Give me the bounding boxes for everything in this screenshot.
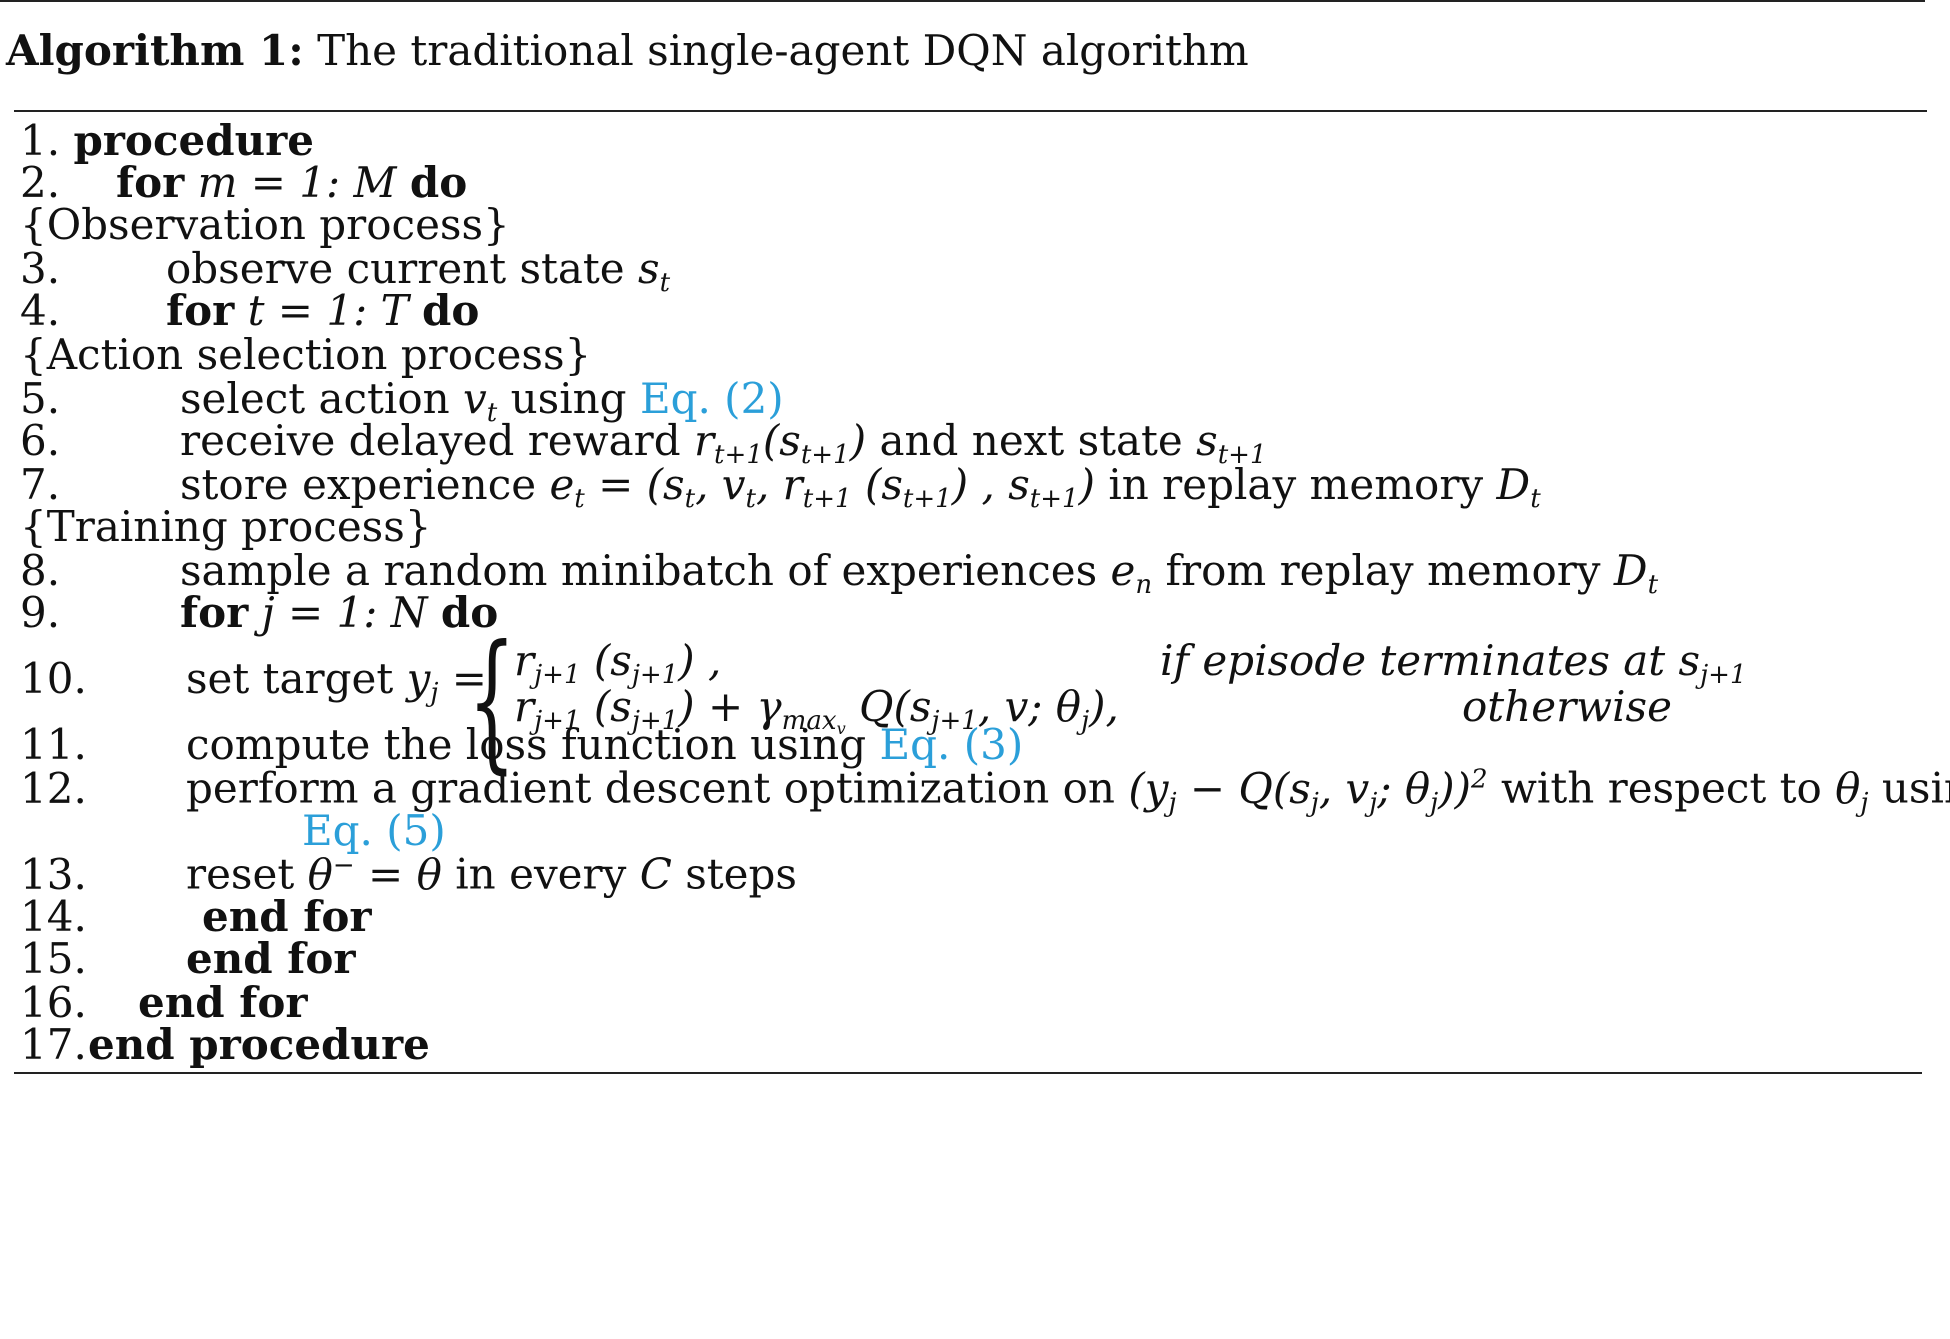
line-11: 11.compute the loss function using Eq. (… bbox=[20, 724, 1023, 766]
line-16: 16.end for bbox=[20, 982, 307, 1024]
line-number: 12. bbox=[20, 763, 87, 813]
keyword: end for bbox=[202, 892, 372, 941]
line-number: 16. bbox=[20, 978, 87, 1027]
line-text: observe current state bbox=[166, 244, 625, 293]
line-text: in replay memory bbox=[1108, 460, 1484, 509]
comment-action-selection: {Action selection process} bbox=[20, 330, 592, 379]
line-1: 1. procedure bbox=[20, 120, 314, 162]
line-number: 4. bbox=[20, 286, 61, 335]
case-1-expr: rj+1 (sj+1) , bbox=[514, 636, 722, 690]
keyword: end for bbox=[186, 934, 356, 983]
line-text: reset bbox=[186, 849, 295, 899]
line-text: receive delayed reward bbox=[180, 416, 681, 465]
line-text: using bbox=[1881, 763, 1950, 813]
line-7: 7.store experience et = (st, vt, rt+1 (s… bbox=[20, 464, 1541, 512]
line-12: 12. perform a gradient descent optimizati… bbox=[20, 766, 1950, 815]
cases-brace: { bbox=[468, 614, 516, 788]
keyword: for bbox=[180, 588, 249, 637]
line-3: 3.observe current state st bbox=[20, 248, 670, 296]
line-number: 2. bbox=[20, 158, 61, 207]
comment-observation: {Observation process} bbox=[20, 200, 510, 249]
loop-range: j = 1: N bbox=[261, 588, 428, 637]
subscript: t bbox=[486, 397, 498, 428]
line-13: 13. reset θ− = θ in every C steps bbox=[20, 852, 797, 896]
target-var: yj = bbox=[406, 654, 487, 708]
line-6: 6.receive delayed reward rt+1(st+1) and … bbox=[20, 420, 1267, 468]
line-2: 2.for m = 1: M do bbox=[20, 162, 467, 204]
keyword: for bbox=[166, 286, 235, 335]
line-number: 10. bbox=[20, 654, 87, 703]
line-number: 15. bbox=[20, 934, 87, 983]
line-text: perform a gradient descent optimization … bbox=[186, 763, 1115, 813]
line-4: 4.for t = 1: T do bbox=[20, 290, 479, 332]
line-text: set target bbox=[186, 654, 394, 703]
line-text: from replay memory bbox=[1165, 546, 1601, 595]
equation-link[interactable]: Eq. (3) bbox=[879, 720, 1024, 769]
line-text: using bbox=[510, 374, 627, 423]
line-8: 8.sample a random minibatch of experienc… bbox=[20, 550, 1658, 598]
reward-expr: rt+1(st+1) bbox=[693, 416, 867, 470]
comment-training: {Training process} bbox=[20, 502, 432, 551]
bottom-rule bbox=[14, 1072, 1922, 1074]
minibatch-var: en bbox=[1110, 546, 1153, 600]
line-15: 15.end for bbox=[20, 938, 355, 980]
keyword: for bbox=[116, 158, 185, 207]
case-2-expr: rj+1 (sj+1) + γmaxv Q(sj+1, v; θj), bbox=[514, 682, 1119, 738]
keyword: end procedure bbox=[88, 1020, 430, 1069]
line-14: 14.end for bbox=[20, 896, 371, 938]
line-number: 11. bbox=[20, 720, 87, 769]
line-number: 1. bbox=[20, 116, 61, 165]
line-9: 9.for j = 1: N do bbox=[20, 592, 498, 634]
algorithm-title: Algorithm 1: The traditional single-agen… bbox=[6, 26, 1249, 75]
line-text: select action bbox=[180, 374, 450, 423]
equation-link[interactable]: Eq. (5) bbox=[302, 806, 446, 855]
line-text: sample a random minibatch of experiences bbox=[180, 546, 1098, 595]
step-var: C bbox=[639, 849, 672, 899]
subscript: t bbox=[659, 267, 671, 298]
line-12-continued: Eq. (5) bbox=[302, 810, 446, 852]
keyword: procedure bbox=[73, 116, 314, 165]
theta-var: θj bbox=[1835, 763, 1869, 818]
line-10: 10.set target yj = bbox=[20, 658, 487, 706]
header-rule bbox=[14, 110, 1927, 112]
top-rule bbox=[0, 0, 1925, 2]
algorithm-title-text: The traditional single-agent DQN algorit… bbox=[317, 26, 1249, 75]
line-number: 6. bbox=[20, 416, 61, 465]
case-2-condition: otherwise bbox=[1462, 682, 1672, 731]
loop-range: m = 1: M bbox=[197, 158, 397, 207]
line-number: 14. bbox=[20, 892, 87, 941]
line-17: 17.end procedure bbox=[20, 1024, 430, 1066]
line-number: 17. bbox=[20, 1020, 87, 1069]
line-number: 9. bbox=[20, 588, 61, 637]
state-var: s bbox=[638, 244, 660, 293]
line-5: 5.select action vt using Eq. (2) bbox=[20, 378, 784, 426]
line-number: 13. bbox=[20, 849, 87, 899]
line-text: compute the loss function using bbox=[186, 720, 867, 769]
action-var: v bbox=[463, 374, 487, 423]
next-state-expr: st+1 bbox=[1196, 416, 1267, 470]
loss-expr: (yj − Q(sj, vj; θj))2 bbox=[1128, 763, 1488, 818]
keyword: do bbox=[440, 588, 499, 637]
keyword: do bbox=[421, 286, 480, 335]
equation-link[interactable]: Eq. (2) bbox=[639, 374, 784, 423]
line-number: 3. bbox=[20, 244, 61, 293]
keyword: end for bbox=[138, 978, 308, 1027]
line-text: with respect to bbox=[1500, 763, 1822, 813]
memory-var: Dt bbox=[1496, 460, 1541, 514]
keyword: do bbox=[409, 158, 468, 207]
line-text: steps bbox=[685, 849, 797, 899]
line-text: and next state bbox=[879, 416, 1183, 465]
loop-range: t = 1: T bbox=[247, 286, 409, 335]
line-number: 7. bbox=[20, 460, 61, 509]
experience-expr: et = (st, vt, rt+1 (st+1) , st+1) bbox=[549, 460, 1095, 514]
case-1-condition: if episode terminates at sj+1 bbox=[1160, 636, 1747, 690]
line-text: in every bbox=[455, 849, 627, 899]
memory-var: Dt bbox=[1613, 546, 1659, 600]
line-number: 8. bbox=[20, 546, 61, 595]
condition-text: if episode terminates at bbox=[1160, 636, 1666, 685]
algorithm-label: Algorithm 1: bbox=[6, 26, 304, 75]
line-text: store experience bbox=[180, 460, 537, 509]
reset-expr: θ− = θ bbox=[307, 849, 442, 899]
line-number: 5. bbox=[20, 374, 61, 423]
